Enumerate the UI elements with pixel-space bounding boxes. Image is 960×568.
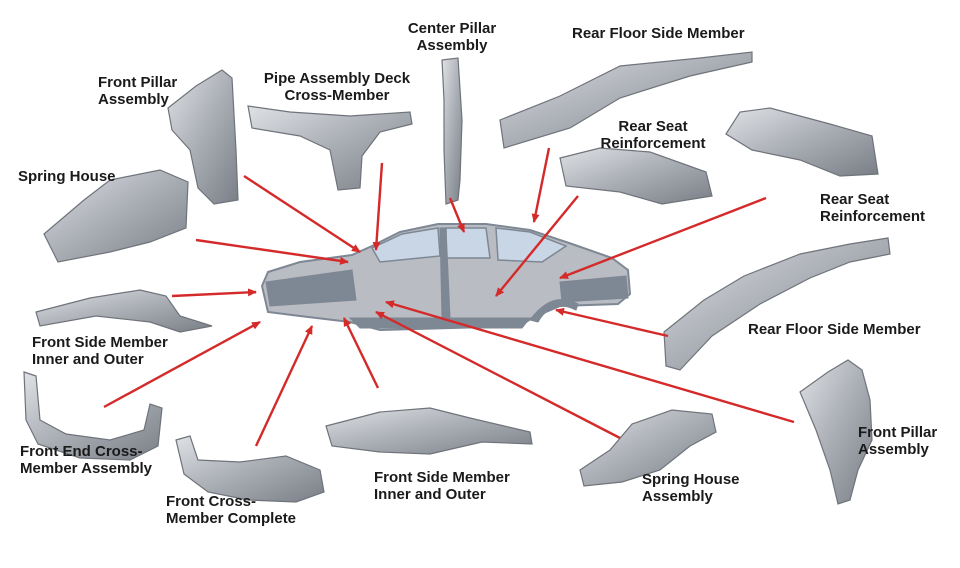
part-front-cross-complete <box>175 435 325 503</box>
label-front-cross-complete: Front Cross- Member Complete <box>166 493 297 527</box>
label-front-pillar-right: Front Pillar Assembly <box>858 424 938 458</box>
label-rear-floor-side-top: Rear Floor Side Member <box>572 25 745 42</box>
car-rear-window <box>495 227 568 263</box>
part-rear-seat-right <box>725 107 879 177</box>
arrow-front-side-bottom <box>342 317 380 389</box>
label-center-pillar: Center Pillar Assembly <box>407 20 497 54</box>
arrow-front-pillar-right <box>385 300 795 424</box>
arrow-front-cross-complete <box>254 325 314 447</box>
arrow-front-pillar-left <box>243 174 361 254</box>
part-front-pillar-left <box>167 69 239 205</box>
car-side-window <box>445 227 491 259</box>
label-spring-house-left: Spring House <box>18 168 116 185</box>
part-rear-floor-side-top <box>499 51 753 149</box>
arrow-spring-house-left <box>195 238 349 265</box>
part-rear-seat-top <box>559 147 713 205</box>
part-front-end-cross <box>23 371 163 461</box>
label-rear-floor-side-right: Rear Floor Side Member <box>748 321 921 338</box>
part-front-side-left <box>35 289 213 333</box>
car-rocker <box>348 317 532 329</box>
arrow-rear-seat-right <box>559 196 767 280</box>
label-spring-house-bottom: Spring House Assembly <box>642 471 740 505</box>
part-spring-house-left <box>43 169 189 263</box>
part-front-pillar-right <box>799 359 873 505</box>
part-front-side-bottom <box>325 407 533 455</box>
arrows <box>103 147 795 447</box>
part-pipe-deck <box>247 105 413 191</box>
car-windshield <box>370 227 441 263</box>
car-wheel-arch-rear <box>529 299 579 323</box>
car-rear-structure <box>559 275 629 303</box>
label-front-side-member-bottom: Front Side Member Inner and Outer <box>374 469 510 503</box>
label-front-side-member-left: Front Side Member Inner and Outer <box>32 334 168 368</box>
label-rear-seat-right: Rear Seat Reinforcement <box>820 191 926 225</box>
car-front-structure <box>265 269 357 307</box>
arrow-front-side-left <box>171 288 257 298</box>
arrow-center-pillar <box>448 197 466 233</box>
arrow-rear-floor-side-right <box>555 307 669 338</box>
part-spring-house-bottom <box>579 409 717 487</box>
parts <box>23 51 891 505</box>
arrow-rear-seat-top <box>495 195 579 297</box>
label-pipe-deck: Pipe Assembly Deck Cross-Member <box>263 70 411 104</box>
arrow-rear-floor-side-top <box>531 147 551 223</box>
arrow-pipe-deck <box>372 162 384 251</box>
part-center-pillar <box>441 57 463 205</box>
label-rear-seat-top: Rear Seat Reinforcement <box>600 118 706 152</box>
label-front-end-cross: Front End Cross- Member Assembly <box>20 443 152 477</box>
arrow-front-end-cross <box>103 320 261 409</box>
arrow-spring-house-bottom <box>375 310 621 440</box>
part-rear-floor-side-right <box>663 237 891 371</box>
label-front-pillar-left: Front Pillar Assembly <box>98 74 178 108</box>
